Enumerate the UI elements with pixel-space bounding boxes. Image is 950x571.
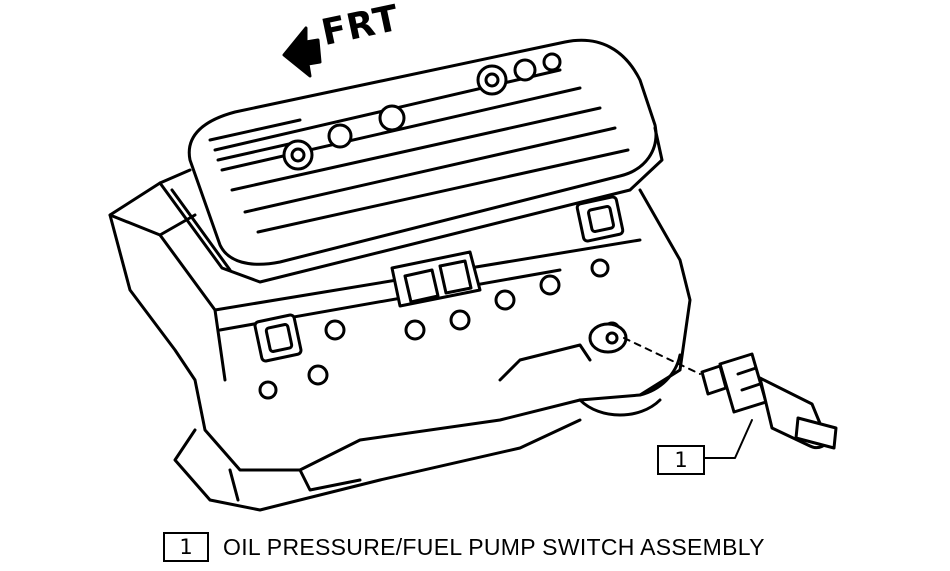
- cylinder-head: [108, 181, 692, 472]
- legend: 1 OIL PRESSURE/FUEL PUMP SWITCH ASSEMBLY: [163, 532, 765, 562]
- valve-cover-gasket: [158, 126, 664, 284]
- engine-block: [173, 418, 582, 512]
- legend-number-box: 1: [163, 532, 209, 562]
- alignment-line: [623, 337, 701, 375]
- callout-number-box: 1: [657, 445, 705, 475]
- front-arrow-icon: [282, 26, 322, 78]
- callout-leader-line: [700, 419, 753, 459]
- oil-pressure-switch: [700, 352, 838, 450]
- legend-text: OIL PRESSURE/FUEL PUMP SWITCH ASSEMBLY: [223, 533, 765, 560]
